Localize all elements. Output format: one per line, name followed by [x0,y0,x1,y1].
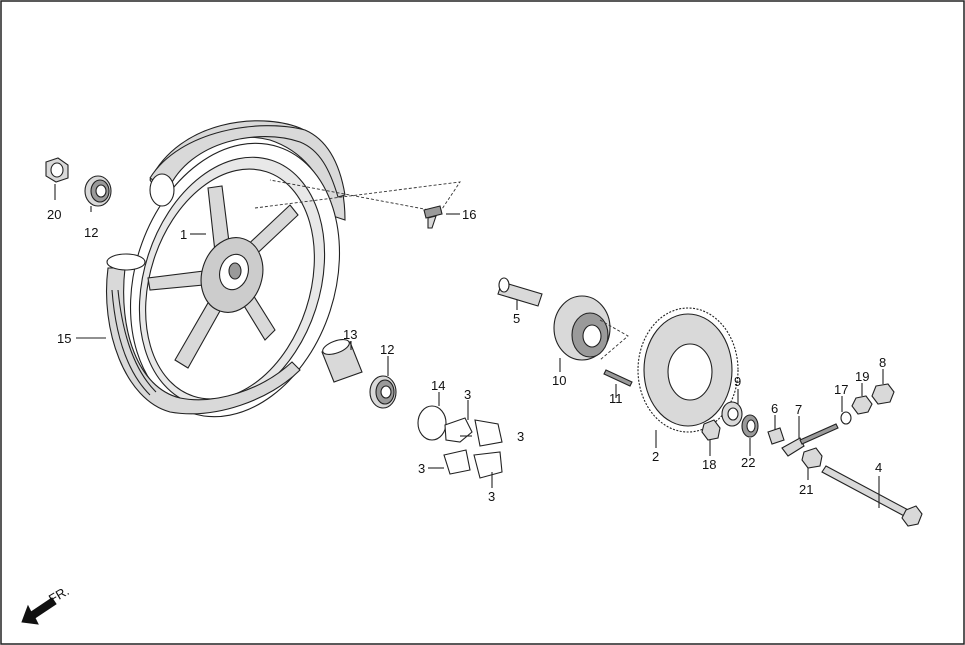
callout-3-top: 3 [464,387,471,402]
tire [106,125,346,415]
chain-adjuster-7 [781,423,839,457]
collar-6 [767,427,785,445]
oil-seal-22 [741,414,759,438]
leader-lines [54,184,884,508]
nut-19 [851,395,873,415]
axle-4 [821,465,923,527]
callout-22: 22 [741,455,755,470]
nut-18 [701,419,721,441]
callout-3-bottom: 3 [488,489,495,504]
bearing-9 [721,401,743,427]
callout-20: 20 [47,207,61,222]
sprocket-hub-10 [553,295,629,361]
callout-21: 21 [799,482,813,497]
callout-9: 9 [734,374,741,389]
axle-nut-20 [45,157,69,183]
sprocket-2 [637,307,739,433]
valve-stem [423,205,443,229]
stud-bolt-11 [603,369,633,387]
callout-19: 19 [855,369,869,384]
callout-14: 14 [431,378,445,393]
callout-3-left: 3 [418,461,425,476]
damper-rubbers [443,417,503,479]
collar-13 [321,339,363,383]
callout-3-right: 3 [517,429,524,444]
front-arrow-icon [21,597,57,625]
bearing-12-right [369,375,397,409]
front-direction-indicator: FR. [21,583,72,625]
callout-13: 13 [343,327,357,342]
callout-12-right: 12 [380,342,394,357]
nut-21 [801,447,823,469]
callout-15: 15 [57,331,71,346]
callout-11: 11 [609,391,623,406]
callout-2: 2 [652,449,659,464]
callout-18: 18 [702,457,716,472]
callout-17: 17 [834,382,848,397]
callouts: 1 2 3 3 3 3 4 5 6 7 8 9 10 11 12 12 13 1… [47,207,886,504]
nut-8 [871,383,895,405]
callout-5: 5 [513,311,520,326]
rear-wheel-rim [129,120,346,418]
callout-4: 4 [875,460,882,475]
sleeve-5 [497,277,543,307]
callout-7: 7 [795,402,802,417]
callout-16: 16 [462,207,476,222]
callout-10: 10 [552,373,566,388]
callout-12-left: 12 [84,225,98,240]
washer-17 [840,411,852,425]
bearing-12-left [84,175,112,207]
callout-1: 1 [180,227,187,242]
callout-6: 6 [771,401,778,416]
callout-8: 8 [879,355,886,370]
o-ring-14 [417,405,447,441]
